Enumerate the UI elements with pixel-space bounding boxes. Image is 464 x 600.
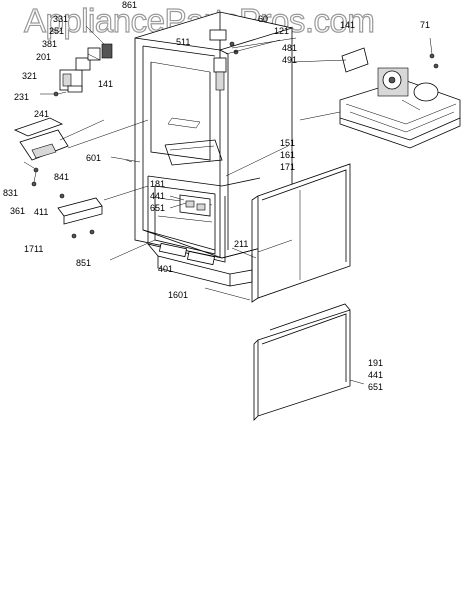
label-201[interactable]: 201 bbox=[36, 52, 51, 62]
label-151[interactable]: 151 bbox=[280, 138, 295, 148]
label-181[interactable]: 181 bbox=[150, 179, 165, 189]
label-651-lower[interactable]: 651 bbox=[368, 382, 383, 392]
label-601[interactable]: 601 bbox=[86, 153, 101, 163]
label-231[interactable]: 231 bbox=[14, 92, 29, 102]
label-441-upper[interactable]: 441 bbox=[150, 191, 165, 201]
left-bracket-assembly bbox=[13, 117, 69, 199]
label-361[interactable]: 361 bbox=[10, 206, 25, 216]
label-191[interactable]: 191 bbox=[368, 358, 383, 368]
label-211[interactable]: 211 bbox=[234, 239, 248, 249]
upper-door bbox=[251, 163, 351, 303]
label-321[interactable]: 321 bbox=[22, 71, 37, 81]
label-841[interactable]: 841 bbox=[54, 172, 69, 182]
top-hinge bbox=[209, 29, 281, 91]
label-60[interactable]: 60 bbox=[258, 14, 268, 24]
label-381[interactable]: 381 bbox=[42, 39, 57, 49]
label-401[interactable]: 401 bbox=[158, 264, 173, 274]
label-331[interactable]: 331 bbox=[53, 14, 68, 24]
label-241[interactable]: 241 bbox=[34, 109, 49, 119]
machine-compartment bbox=[339, 37, 461, 149]
label-1711[interactable]: 1711 bbox=[24, 244, 43, 254]
label-651-upper[interactable]: 651 bbox=[150, 203, 165, 213]
label-851[interactable]: 851 bbox=[76, 258, 91, 268]
label-831[interactable]: 831 bbox=[3, 188, 18, 198]
label-1601[interactable]: 1601 bbox=[168, 290, 188, 300]
label-121[interactable]: 121 bbox=[274, 26, 289, 36]
label-411[interactable]: 411 bbox=[34, 207, 48, 217]
left-small-bracket bbox=[57, 197, 103, 239]
label-251[interactable]: 251 bbox=[49, 26, 64, 36]
label-141-left[interactable]: 141 bbox=[98, 79, 113, 89]
part-labels: 331 251 381 201 141 321 231 241 831 361 … bbox=[3, 0, 430, 392]
label-491[interactable]: 491 bbox=[282, 55, 297, 65]
left-ice-parts bbox=[40, 25, 113, 97]
label-161[interactable]: 161 bbox=[280, 150, 295, 160]
label-861[interactable]: 861 bbox=[122, 0, 137, 10]
label-441-lower[interactable]: 441 bbox=[368, 370, 383, 380]
lower-door bbox=[253, 303, 351, 421]
label-481[interactable]: 481 bbox=[282, 43, 297, 53]
label-141-right[interactable]: 141 bbox=[340, 20, 355, 30]
label-511[interactable]: 511 bbox=[176, 37, 190, 47]
label-71[interactable]: 71 bbox=[420, 20, 430, 30]
label-171[interactable]: 171 bbox=[280, 162, 295, 172]
